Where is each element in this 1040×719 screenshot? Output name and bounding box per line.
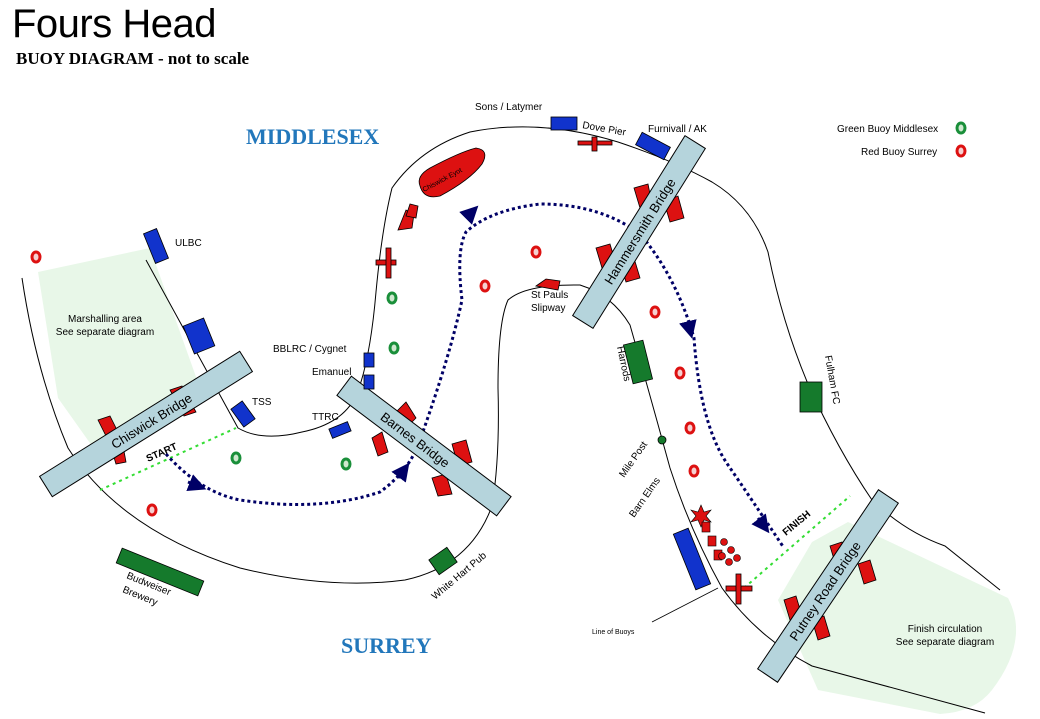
harrods-building — [622, 339, 654, 385]
label-furnivall: Furnivall / AK — [648, 124, 707, 135]
bank-label-middlesex: MIDDLESEX — [246, 124, 380, 149]
line-buoy — [727, 546, 735, 554]
bridge-pier — [857, 559, 877, 585]
red-buoy — [688, 464, 700, 478]
label-dove-pier: Dove Pier — [581, 120, 627, 139]
course-arrow — [186, 474, 207, 492]
white-hart-pub-building — [428, 546, 458, 576]
legend-red-label: Red Buoy Surrey — [861, 147, 937, 158]
label-marshalling-1: Marshalling area — [68, 314, 142, 325]
green-buoy — [386, 291, 398, 305]
boathouse-ttrc — [328, 421, 352, 439]
boathouse-bblrc — [363, 352, 375, 368]
label-barn-elms: Barn Elms — [627, 476, 662, 520]
label-line-of-buoys: Line of Buoys — [592, 629, 635, 636]
red-buoy — [530, 245, 542, 259]
legend-red-buoy — [955, 144, 967, 158]
south-bank — [21, 277, 986, 714]
budweiser-brewery-building — [115, 547, 205, 597]
label-ttrc: TTRC — [312, 412, 339, 423]
barnes-bridge: Barnes Bridge — [336, 375, 512, 517]
label-marshalling-2: See separate diagram — [56, 327, 154, 338]
red-pier — [405, 203, 419, 219]
label-tss: TSS — [252, 397, 272, 408]
boathouse-furnivall — [635, 131, 671, 161]
line-of-buoys-block — [672, 527, 712, 591]
line-of-buoys-leader — [651, 587, 719, 623]
red-buoy — [649, 305, 661, 319]
line-buoy — [701, 521, 711, 533]
label-mile-post: Mile Post — [617, 440, 650, 480]
line-buoy — [720, 538, 728, 546]
line-buoy — [725, 558, 733, 566]
red-buoy — [146, 503, 158, 517]
label-slipway: Slipway — [531, 303, 565, 314]
bridge-pier — [371, 431, 389, 457]
label-fulham-fc: Fulham FC — [822, 355, 841, 406]
label-finish: FINISH — [781, 509, 813, 538]
course-arrow — [679, 319, 697, 339]
red-jetty — [385, 247, 392, 279]
line-buoy — [718, 552, 726, 560]
red-buoy — [674, 366, 686, 380]
boathouse-emanuel — [363, 374, 375, 390]
label-bblrc: BBLRC / Cygnet — [273, 344, 347, 355]
course-arrow — [751, 513, 770, 534]
label-finish-area-1: Finish circulation — [908, 624, 982, 635]
boathouse-tss — [230, 400, 256, 428]
course-arrow — [391, 462, 410, 483]
green-buoy — [388, 341, 400, 355]
line-buoy — [707, 535, 717, 547]
legend-green-label: Green Buoy Middlesex — [837, 124, 938, 135]
dove-pier-jetty — [591, 136, 598, 152]
st-pauls-slipway — [534, 278, 561, 291]
red-buoy — [684, 421, 696, 435]
green-buoy — [340, 457, 352, 471]
mile-post-marker — [657, 435, 667, 445]
hammersmith-bridge: Hammersmith Bridge — [571, 135, 707, 329]
label-finish-area-2: See separate diagram — [896, 637, 994, 648]
label-emanuel: Emanuel — [312, 367, 351, 378]
red-buoy — [30, 250, 42, 264]
label-sons-latymer: Sons / Latymer — [475, 102, 543, 113]
star-buoy — [690, 504, 712, 528]
fulham-fc-building — [799, 381, 823, 413]
page-subtitle: BUOY DIAGRAM - not to scale — [16, 49, 250, 68]
green-buoy — [230, 451, 242, 465]
red-buoy — [479, 279, 491, 293]
line-buoy — [733, 554, 741, 562]
bridge-pier — [431, 473, 453, 497]
label-ulbc: ULBC — [175, 238, 202, 249]
course-arrow — [459, 205, 479, 225]
course-route — [164, 202, 786, 549]
boathouse-sons-latymer — [550, 116, 578, 131]
boathouse-ulbc — [142, 228, 170, 264]
label-start: START — [145, 441, 179, 464]
legend-green-buoy — [955, 121, 967, 135]
page-title: Fours Head — [12, 2, 216, 46]
finish-jetty — [735, 573, 742, 605]
finish-line — [743, 495, 851, 589]
boathouse-marshalling — [182, 317, 216, 355]
label-st-pauls: St Pauls — [531, 290, 568, 301]
chiswick-eyot — [418, 147, 486, 198]
bank-label-surrey: SURREY — [341, 633, 432, 658]
